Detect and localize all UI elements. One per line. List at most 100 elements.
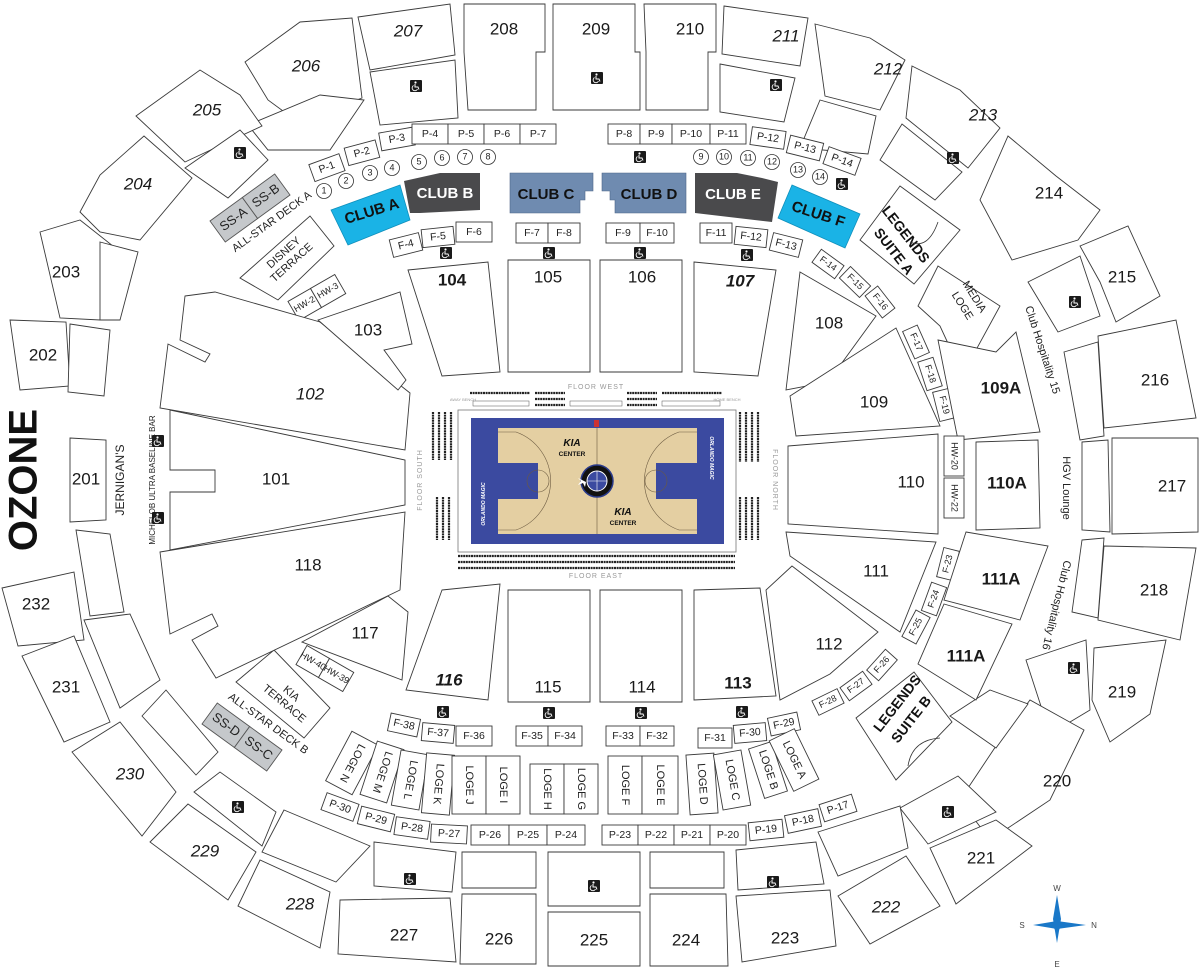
section-111[interactable]: [785, 531, 937, 633]
section-223[interactable]: [735, 889, 837, 963]
section-215-inner[interactable]: [1027, 255, 1101, 333]
legends-suite-b[interactable]: [855, 671, 953, 781]
box-p-27[interactable]: [430, 823, 468, 845]
section-203-inner[interactable]: [99, 241, 139, 321]
box-f-18[interactable]: [917, 356, 943, 392]
section-225[interactable]: [547, 911, 641, 967]
box-p-18[interactable]: [783, 808, 823, 834]
box-p-1[interactable]: [308, 153, 346, 183]
section-231-inner[interactable]: [83, 613, 161, 709]
legends-suite-a[interactable]: [859, 185, 961, 285]
box-f-16[interactable]: [864, 285, 896, 319]
section-105[interactable]: [507, 259, 591, 373]
box-f-37[interactable]: [420, 722, 456, 744]
section-228[interactable]: [237, 859, 331, 949]
section-226[interactable]: [459, 893, 537, 965]
section-110[interactable]: [787, 433, 939, 535]
section-222[interactable]: [837, 855, 941, 945]
section-213-lower[interactable]: [879, 123, 963, 201]
section-213[interactable]: [905, 65, 1001, 169]
seat-1[interactable]: 1: [316, 183, 332, 199]
box-p-11[interactable]: [709, 123, 747, 145]
section-222-inner[interactable]: [817, 805, 909, 877]
box-f-32[interactable]: [639, 725, 675, 747]
box-f-38[interactable]: [386, 712, 422, 738]
box-f-36[interactable]: [455, 725, 493, 747]
box-p-28[interactable]: [393, 816, 431, 840]
section-102[interactable]: [159, 291, 411, 451]
section-207[interactable]: [357, 3, 456, 71]
box-f-12[interactable]: [733, 225, 769, 249]
box-f-31[interactable]: [697, 727, 733, 749]
box-hw-39[interactable]: [317, 657, 355, 693]
loge-h[interactable]: [529, 763, 565, 815]
section-212[interactable]: [814, 23, 906, 111]
section-225-upper[interactable]: [547, 851, 641, 907]
box-p-20[interactable]: [709, 824, 747, 846]
box-f-24[interactable]: [920, 581, 948, 617]
section-113[interactable]: [693, 587, 777, 701]
section-211-lower[interactable]: [719, 63, 796, 123]
section-209[interactable]: [552, 3, 641, 111]
seat-7[interactable]: 7: [457, 149, 473, 165]
section-228-inner[interactable]: [261, 809, 371, 883]
section-221[interactable]: [929, 819, 1033, 905]
section-107[interactable]: [693, 261, 777, 377]
loge-f[interactable]: [607, 755, 643, 815]
section-106[interactable]: [599, 259, 683, 373]
section-208[interactable]: [463, 3, 546, 111]
section-217-inner[interactable]: [1081, 439, 1111, 533]
loge-d[interactable]: [685, 752, 719, 816]
section-227[interactable]: [337, 897, 457, 963]
section-216[interactable]: [1097, 319, 1197, 429]
seat-6[interactable]: 6: [434, 150, 450, 166]
loge-c[interactable]: [712, 749, 752, 811]
section-215[interactable]: [1079, 225, 1161, 323]
box-f-8[interactable]: [547, 222, 581, 244]
box-f-26[interactable]: [866, 648, 898, 682]
section-224-upper[interactable]: [649, 851, 725, 889]
box-f-6[interactable]: [455, 221, 493, 243]
box-hw-20[interactable]: [943, 435, 965, 477]
box-p-2[interactable]: [343, 139, 381, 167]
section-202-inner[interactable]: [67, 323, 111, 397]
section-227-upper[interactable]: [373, 841, 457, 893]
section-224[interactable]: [649, 893, 729, 967]
section-219[interactable]: [1091, 639, 1167, 743]
section-206-lower[interactable]: [247, 94, 365, 151]
box-f-11[interactable]: [699, 222, 733, 244]
section-231[interactable]: [21, 635, 111, 743]
section-230[interactable]: [71, 721, 177, 837]
section-212-lower[interactable]: [799, 99, 877, 155]
box-f-13[interactable]: [768, 232, 804, 258]
loge-i[interactable]: [485, 755, 521, 815]
club-a[interactable]: [330, 184, 411, 246]
box-f-17[interactable]: [901, 324, 931, 360]
box-f-25[interactable]: [901, 609, 931, 645]
seat-14[interactable]: 14: [812, 169, 828, 185]
seat-2[interactable]: 2: [338, 173, 354, 189]
section-109[interactable]: [789, 327, 941, 437]
box-p-14[interactable]: [822, 146, 862, 176]
box-hw-22[interactable]: [943, 477, 965, 519]
section-112[interactable]: [765, 565, 879, 701]
club-e[interactable]: [695, 173, 778, 222]
seat-10[interactable]: 10: [716, 149, 732, 165]
section-218-inner[interactable]: [1071, 537, 1105, 619]
club-d[interactable]: [601, 172, 687, 214]
seat-12[interactable]: 12: [764, 154, 780, 170]
loge-b[interactable]: [747, 740, 789, 800]
section-205-lower[interactable]: [184, 129, 269, 199]
seat-13[interactable]: 13: [790, 162, 806, 178]
section-217[interactable]: [1111, 437, 1199, 535]
section-232[interactable]: [1, 571, 85, 647]
box-p-29[interactable]: [356, 805, 396, 833]
disney-terrace[interactable]: [239, 215, 335, 301]
section-201[interactable]: [69, 437, 107, 523]
section-115[interactable]: [507, 589, 591, 703]
box-f-30[interactable]: [732, 722, 768, 744]
section-118[interactable]: [159, 511, 406, 679]
loge-j[interactable]: [451, 755, 487, 815]
section-117[interactable]: [300, 595, 409, 681]
loge-m[interactable]: [359, 740, 405, 804]
